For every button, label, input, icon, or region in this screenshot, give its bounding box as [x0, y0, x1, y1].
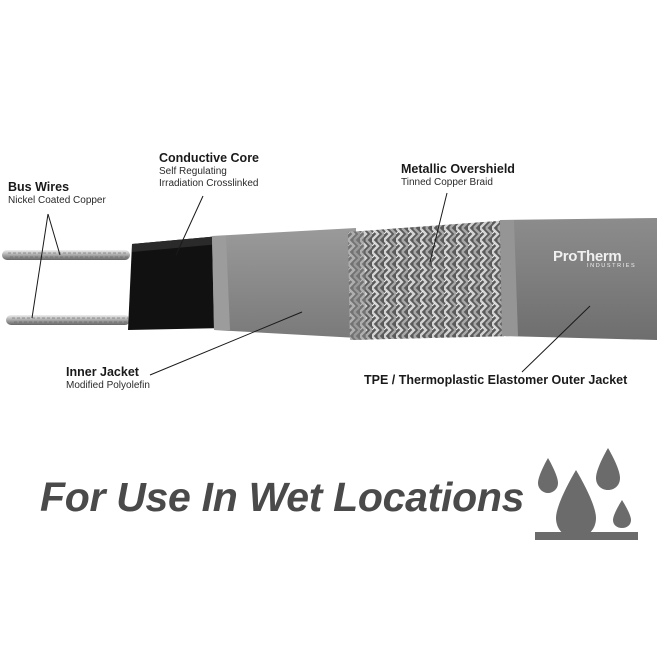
conductive-core-title: Conductive Core [159, 151, 260, 165]
label-metallic-overshield: Metallic Overshield Tinned Copper Braid [401, 162, 515, 189]
bus-wire-top [2, 250, 130, 260]
conductive-core [128, 236, 226, 330]
leader-conductive-core [175, 195, 204, 256]
conductive-core-subtitle-1: Self Regulating [159, 166, 227, 177]
inner-jacket-title: Inner Jacket [66, 365, 139, 379]
wet-locations-tagline: For Use In Wet Locations [40, 474, 525, 520]
bus-wires [2, 250, 130, 325]
label-inner-jacket: Inner Jacket Modified Polyolefin [66, 365, 150, 392]
label-conductive-core: Conductive Core Self Regulating Irradiat… [159, 151, 259, 190]
brand-sub: INDUSTRIES [587, 263, 637, 269]
conductive-core-subtitle-2: Irradiation Crosslinked [159, 178, 259, 189]
metallic-overshield-title: Metallic Overshield [401, 162, 515, 176]
water-drops-icon [535, 448, 638, 540]
label-outer-jacket: TPE / Thermoplastic Elastomer Outer Jack… [364, 373, 627, 388]
leader-bus-wires-bottom [31, 213, 49, 319]
inner-jacket [212, 228, 358, 338]
metallic-overshield [348, 220, 512, 340]
outer-jacket [500, 218, 657, 340]
bus-wire-bottom [6, 315, 130, 325]
leader-metallic-overshield [429, 192, 448, 263]
outer-jacket-title: TPE / Thermoplastic Elastomer Outer Jack… [364, 373, 628, 387]
leader-inner-jacket [149, 311, 303, 376]
bus-wires-title: Bus Wires [8, 180, 70, 194]
bus-wires-subtitle: Nickel Coated Copper [8, 195, 106, 206]
leader-lines [31, 192, 591, 376]
inner-jacket-subtitle: Modified Polyolefin [66, 380, 150, 391]
brand-name: ProTherm [553, 248, 622, 265]
leader-outer-jacket [521, 305, 591, 373]
metallic-overshield-subtitle: Tinned Copper Braid [401, 177, 493, 188]
label-bus-wires: Bus Wires Nickel Coated Copper [8, 180, 106, 207]
protherm-logo: ProTherm INDUSTRIES [553, 248, 653, 269]
leader-bus-wires-top [47, 213, 61, 256]
